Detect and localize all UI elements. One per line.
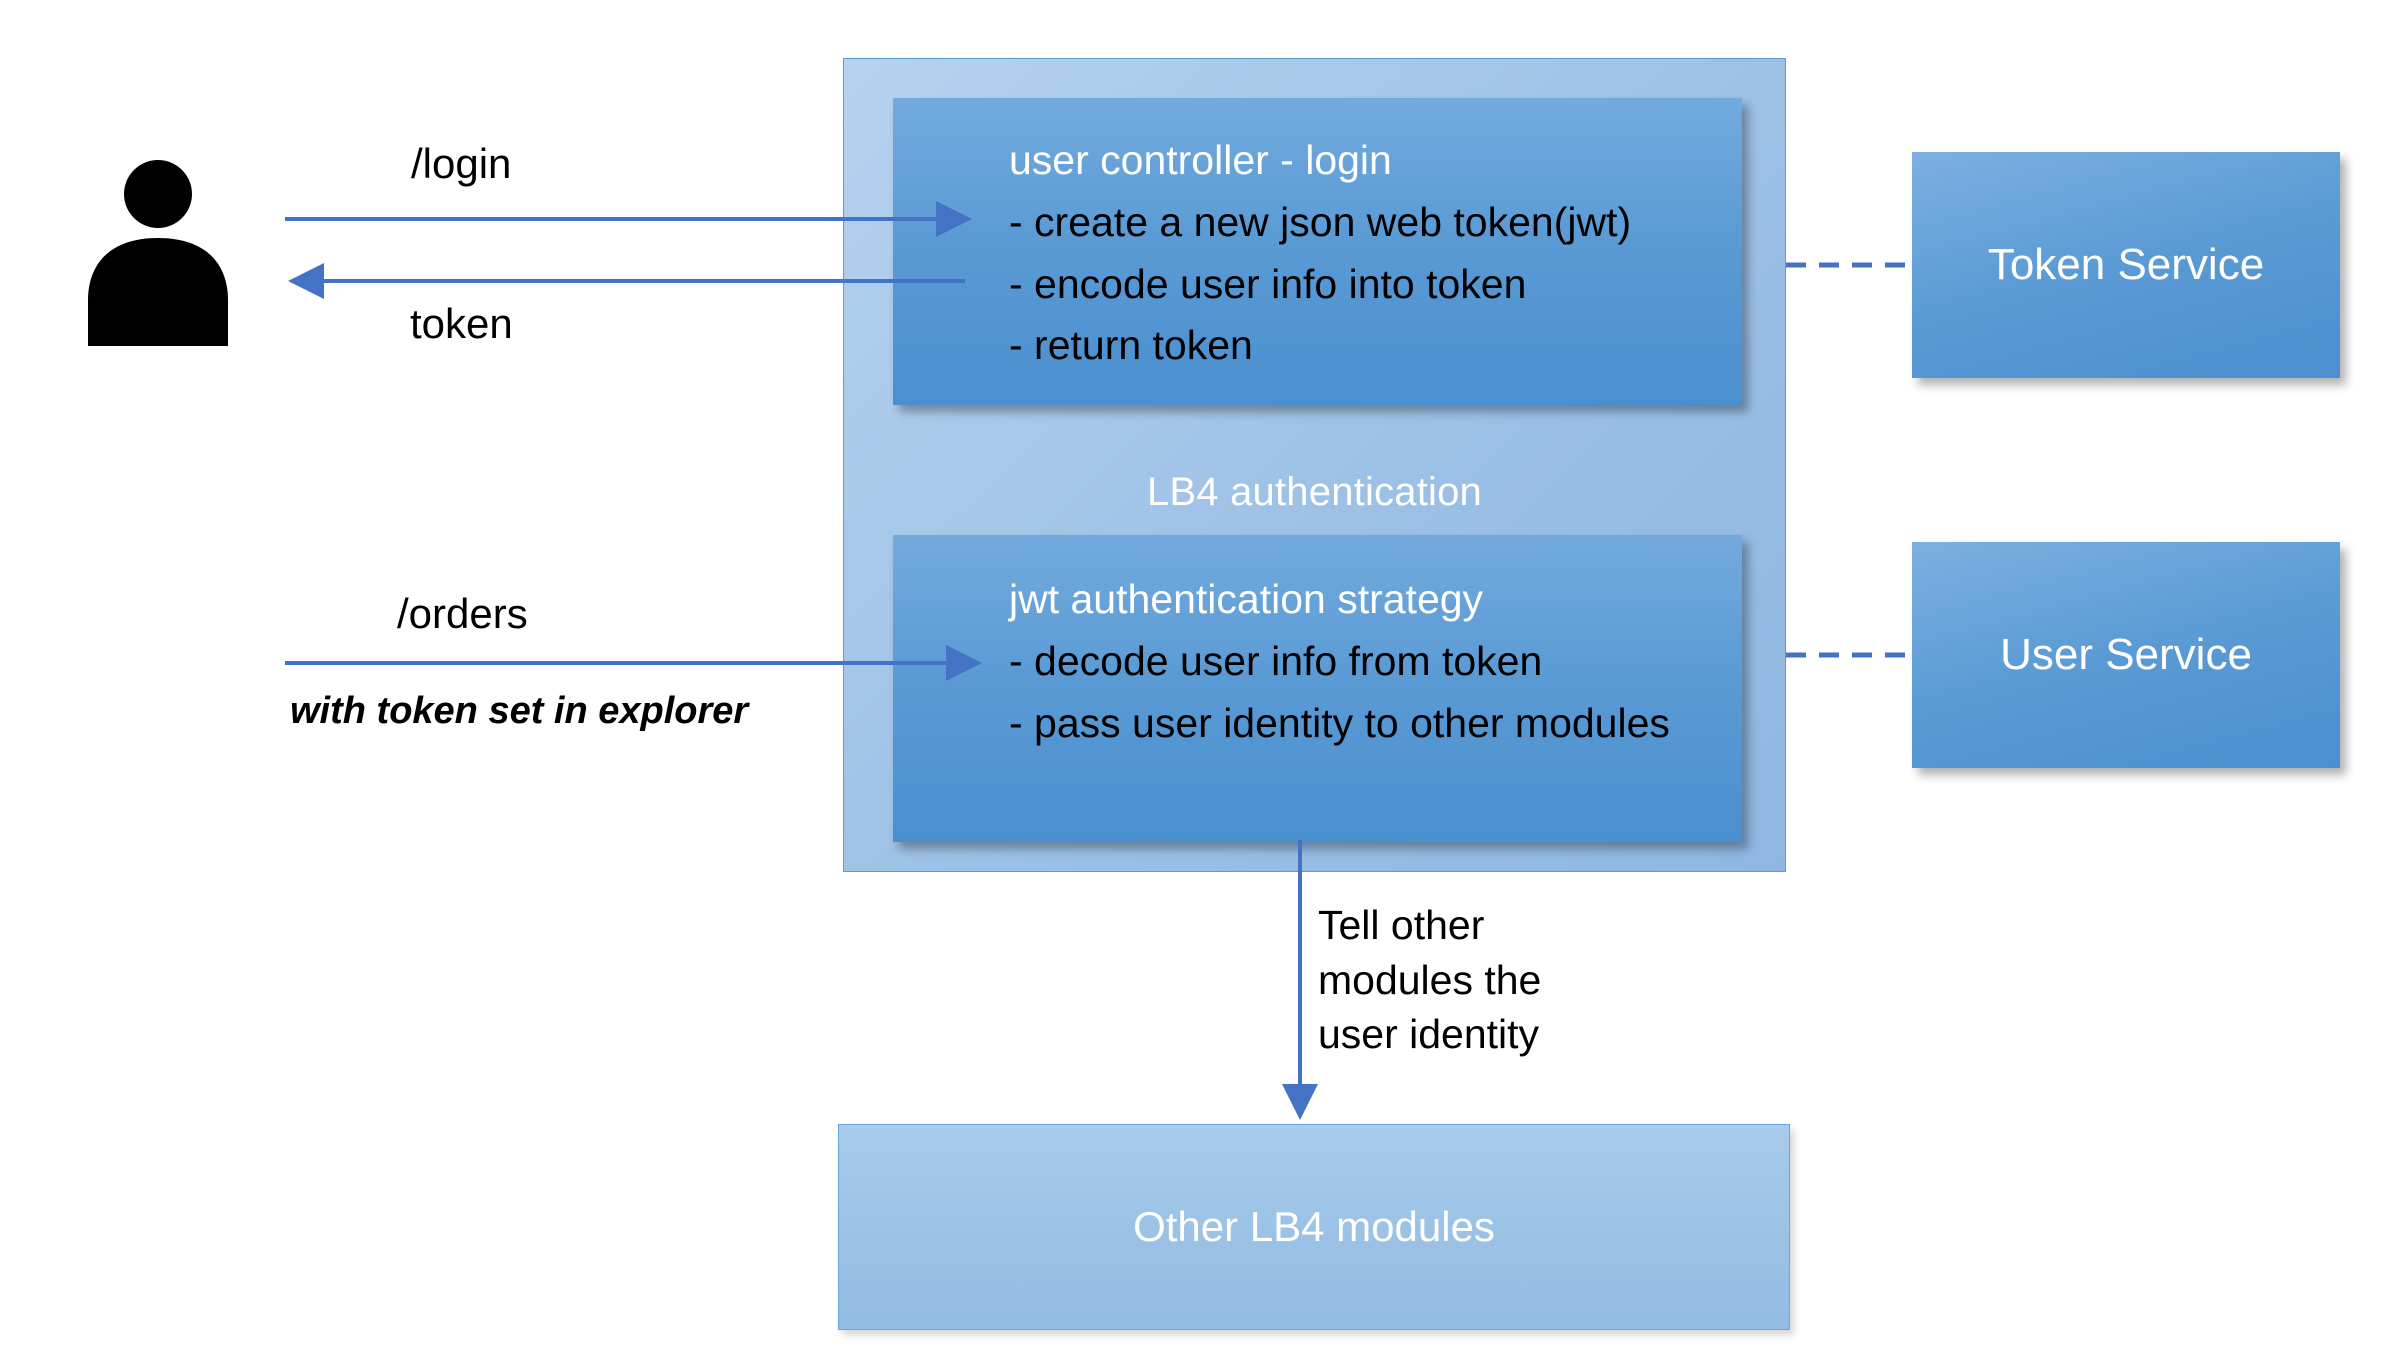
flow-label-tell-other-modules: Tell other modules the user identity [1318, 898, 1648, 1062]
service-box-user-service[interactable]: User Service [1912, 542, 2340, 768]
module-user-controller-line-2: - encode user info into token [1009, 260, 1527, 307]
flow-label-orders: /orders [397, 590, 528, 637]
flow-label-with-token-set-in-explorer: with token set in explorer [290, 690, 749, 732]
module-user-controller[interactable]: user controller - login - create a new j… [893, 98, 1742, 405]
lb4-authentication-label: LB4 authentication [1147, 470, 1482, 514]
tell-modules-line-2: modules the [1318, 956, 1542, 1003]
box-other-lb4-modules[interactable]: Other LB4 modules [838, 1124, 1790, 1330]
service-box-token-service[interactable]: Token Service [1912, 152, 2340, 378]
user-actor-label: User [120, 300, 206, 344]
module-jwt-strategy-line-1: - decode user info from token [1009, 637, 1543, 684]
flow-label-login: /login [411, 140, 512, 187]
module-jwt-strategy-line-2: - pass user identity to other modules [1009, 699, 1670, 746]
tell-modules-line-1: Tell other [1318, 902, 1485, 948]
flow-label-token: token [410, 300, 513, 347]
module-user-controller-line-3: - return token [1009, 322, 1253, 369]
person-icon [88, 160, 228, 346]
tell-modules-line-3: user identity [1318, 1011, 1540, 1058]
module-user-controller-line-1: - create a new json web token(jwt) [1009, 198, 1632, 245]
module-user-controller-title: user controller - login [1009, 137, 1392, 183]
module-jwt-authentication-strategy[interactable]: jwt authentication strategy - decode use… [893, 535, 1742, 842]
module-jwt-strategy-title: jwt authentication strategy [1009, 576, 1484, 622]
